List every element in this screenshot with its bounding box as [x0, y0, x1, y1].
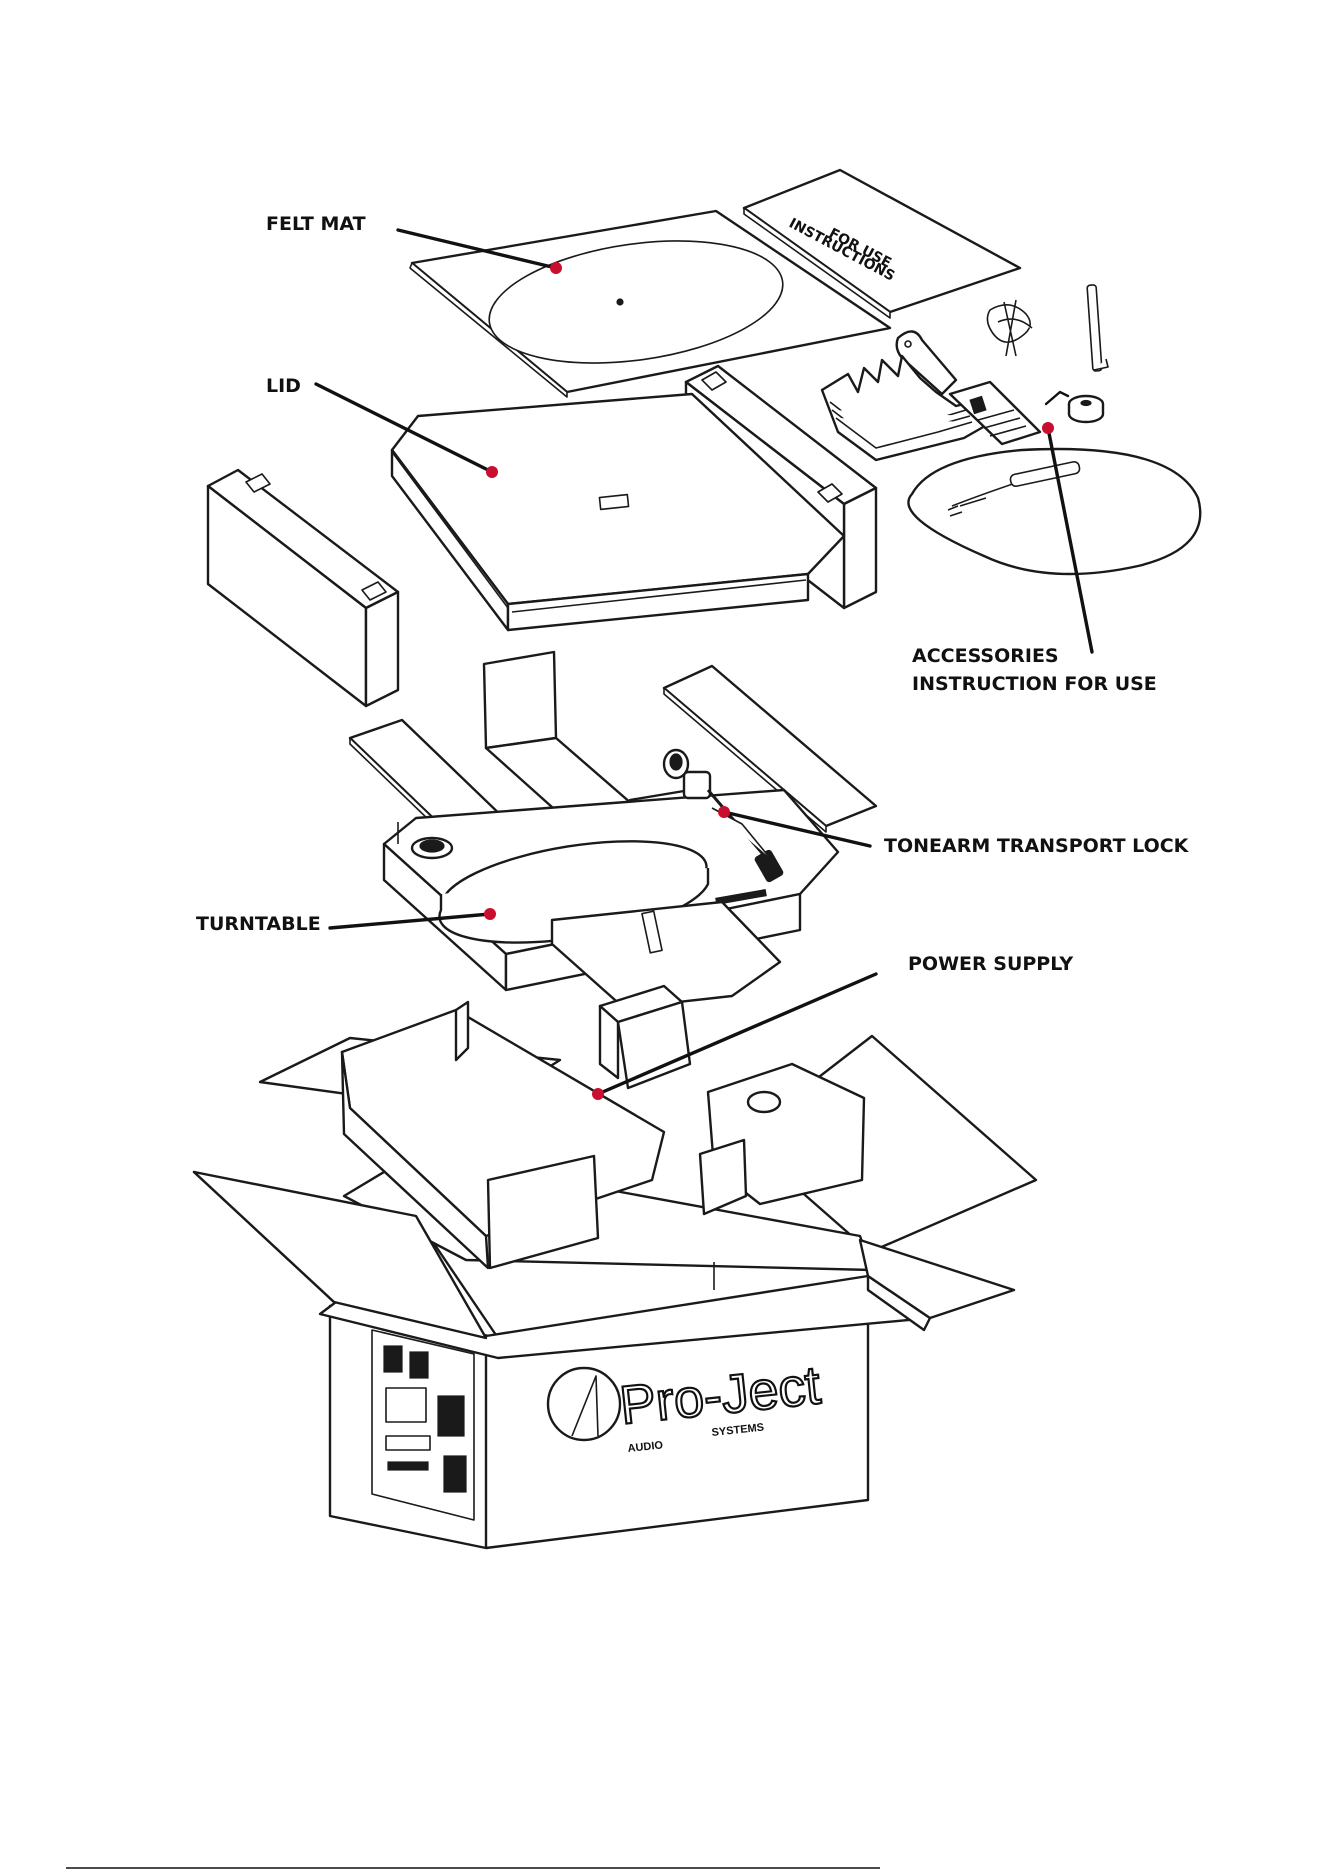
- marker-lid: [486, 466, 498, 478]
- marker-power-supply: [592, 1088, 604, 1100]
- label-turntable: TURNTABLE: [196, 913, 321, 935]
- label-tonearm-lock: TONEARM TRANSPORT LOCK: [884, 835, 1190, 857]
- label-power-supply: POWER SUPPLY: [908, 953, 1073, 975]
- label-accessories-line1: ACCESSORIES: [912, 645, 1059, 667]
- marker-tonearm-lock: [718, 806, 730, 818]
- cable-bundle: [987, 300, 1032, 356]
- shipping-box: Pro-Ject AUDIO SYSTEMS: [194, 986, 1036, 1548]
- allen-key: [1087, 285, 1108, 371]
- label-lid: LID: [266, 375, 301, 397]
- box-side-info-panel: [372, 1330, 474, 1520]
- label-felt-mat: FELT MAT: [266, 213, 366, 235]
- label-accessories-line2: INSTRUCTION FOR USE: [912, 673, 1157, 695]
- foam-block-left: [208, 470, 398, 706]
- marker-felt-mat: [550, 262, 562, 274]
- record-weight: [1069, 396, 1103, 422]
- hex-key: [1046, 392, 1068, 404]
- marker-accessories: [1042, 422, 1054, 434]
- marker-turntable: [484, 908, 496, 920]
